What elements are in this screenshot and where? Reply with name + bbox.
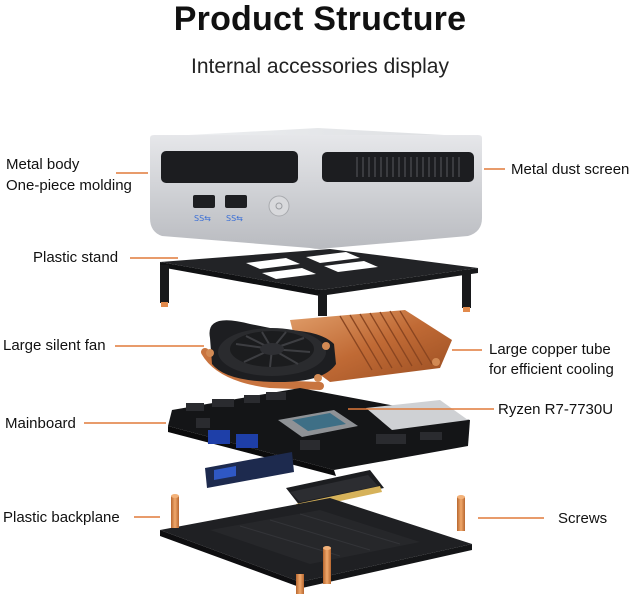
power-button <box>268 195 290 217</box>
usb-port-2-label: SS⇆ <box>226 214 243 223</box>
power-icon <box>275 202 283 210</box>
label-plastic-stand: Plastic stand <box>33 249 119 266</box>
page-title: Product Structure <box>173 0 467 38</box>
usb-port-1 <box>193 195 215 208</box>
label-metal-dust-screen: Metal dust screen <box>511 161 630 178</box>
label-mainboard: Mainboard <box>5 415 76 432</box>
label-plastic-backplane: Plastic backplane <box>3 509 120 526</box>
leader-lines <box>84 168 544 519</box>
usb-port-1-label: SS⇆ <box>194 214 211 223</box>
label-cpu: Ryzen R7-7730U <box>498 401 614 418</box>
label-metal-body: Metal body <box>6 156 80 173</box>
mainboard <box>168 388 470 510</box>
label-large-copper-tube: Large copper tube <box>489 341 611 358</box>
front-vent-slot <box>161 151 298 183</box>
usb-port-2 <box>225 195 247 208</box>
metal-body: SS⇆ SS⇆ <box>150 128 482 249</box>
mainboard-usb-port <box>236 434 258 448</box>
label-efficient-cooling: for efficient cooling <box>489 361 614 378</box>
ssd-module <box>205 452 294 488</box>
page-subtitle: Internal accessories display <box>191 55 449 78</box>
plastic-stand <box>160 249 478 316</box>
label-one-piece-molding: One-piece molding <box>6 177 132 194</box>
label-screws: Screws <box>558 510 608 527</box>
plastic-backplane <box>160 498 472 588</box>
label-large-silent-fan: Large silent fan <box>3 337 106 354</box>
cooling-assembly <box>201 310 452 390</box>
mainboard-usb-port <box>208 430 230 444</box>
screws <box>171 494 465 594</box>
